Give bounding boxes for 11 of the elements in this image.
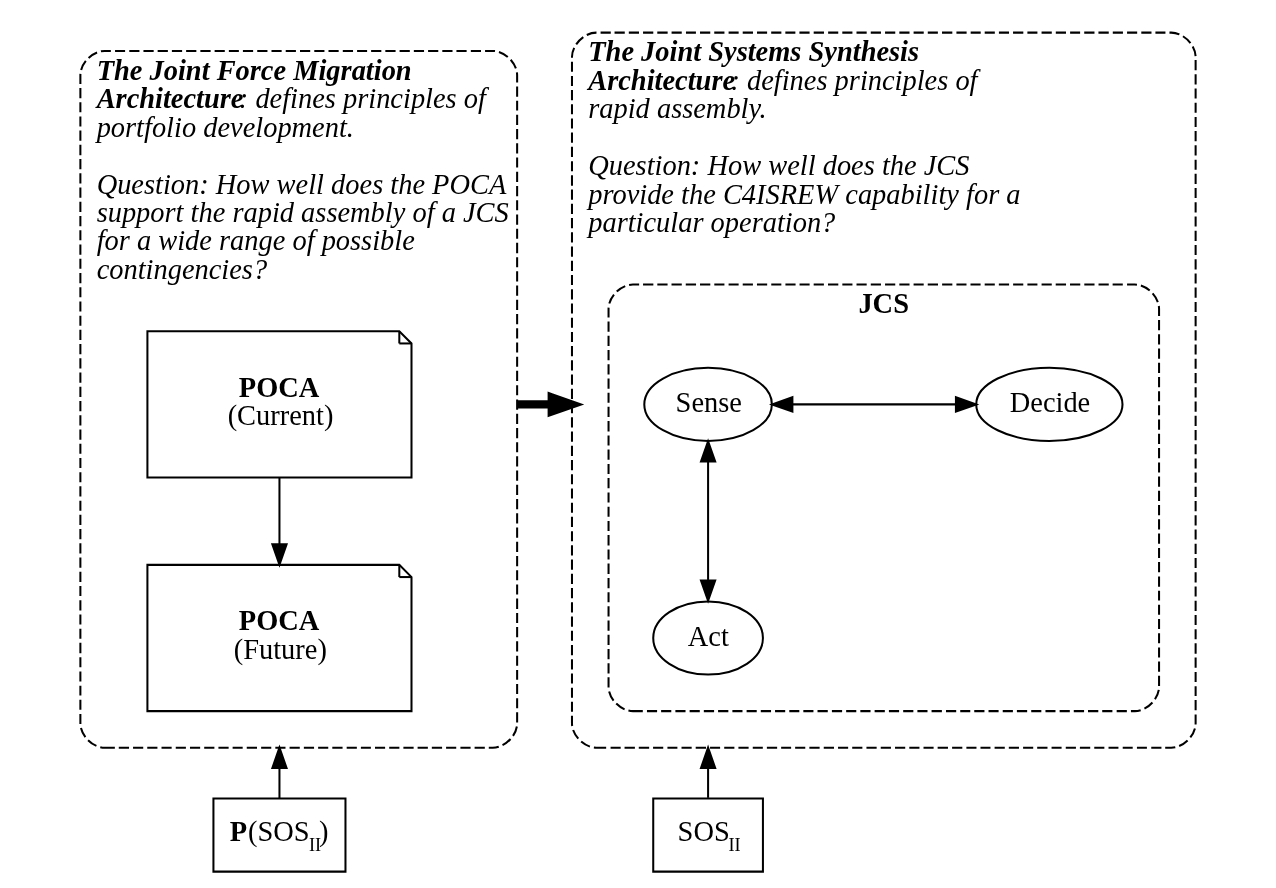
node-ellipse: Decide (975, 366, 1124, 442)
node-ellipse: Sense (643, 366, 773, 442)
arrow (699, 744, 717, 798)
arrow (769, 395, 980, 413)
node-box: P(SOS$_{II}$) (212, 797, 347, 873)
arrow (699, 438, 717, 604)
arrow (270, 477, 288, 568)
arrow (517, 391, 585, 418)
arrow (270, 744, 288, 799)
node-box: SOS$_{II}$ (652, 797, 764, 873)
node-ellipse: Act (652, 600, 764, 676)
